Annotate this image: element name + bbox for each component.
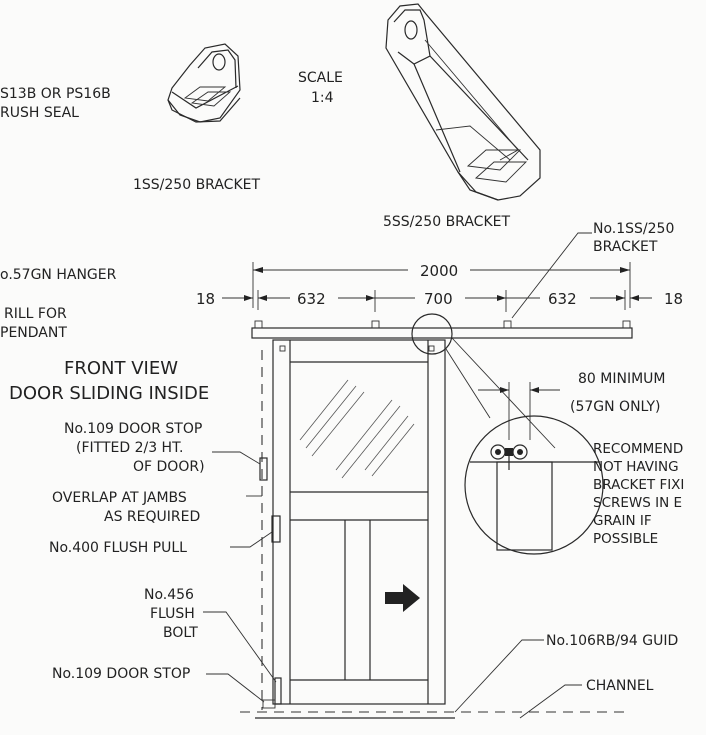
overlap-label-1: OVERLAP AT JAMBS xyxy=(52,490,187,506)
small-bracket-label: 1SS/250 BRACKET xyxy=(133,177,260,193)
min-arrow-left xyxy=(500,387,509,393)
large-bracket-drawing xyxy=(385,3,541,201)
seal-label-2: RUSH SEAL xyxy=(0,105,79,121)
bracket-ref-leader xyxy=(511,232,592,319)
track-screws xyxy=(254,320,631,329)
detail-circle-large xyxy=(464,415,604,555)
glass-hatching xyxy=(299,379,415,479)
view-title-1: FRONT VIEW xyxy=(64,358,178,379)
flush-pull xyxy=(271,515,281,543)
flush-bolt-leader xyxy=(203,611,277,683)
hanger-label: o.57GN HANGER xyxy=(0,267,117,283)
channel-label: CHANNEL xyxy=(586,678,654,694)
recommend-label-2: NOT HAVING xyxy=(593,459,679,475)
door-stop-top-leader xyxy=(212,451,261,465)
door-stop-top-label-2: (FITTED 2/3 HT. xyxy=(76,440,183,456)
door-stop-bottom-label: No.109 DOOR STOP xyxy=(52,666,190,682)
hanger-detail xyxy=(470,444,600,551)
dim-span-left: 632 xyxy=(297,290,326,308)
recommend-label-3: BRACKET FIXI xyxy=(593,477,684,493)
large-bracket-label: 5SS/250 BRACKET xyxy=(383,214,510,230)
detail-circle-small xyxy=(411,313,453,355)
recommend-label-1: RECOMMEND xyxy=(593,441,683,457)
door-stop-top xyxy=(259,457,268,481)
bracket-ref-label-1: No.1SS/250 xyxy=(593,221,674,237)
door-stop-top-label-3: OF DOOR) xyxy=(133,459,205,475)
minimum-label-1: 80 MINIMUM xyxy=(578,371,665,387)
door-stop-bottom xyxy=(262,699,276,709)
dim-span-mid: 700 xyxy=(424,290,453,308)
view-title-2: DOOR SLIDING INSIDE xyxy=(9,383,209,404)
overlap-label-2: AS REQUIRED xyxy=(104,509,200,525)
dim-span-right: 632 xyxy=(548,290,577,308)
detail-leader-2 xyxy=(451,337,556,449)
top-track xyxy=(251,327,633,339)
recommend-label-5: GRAIN IF xyxy=(593,513,652,529)
flush-bolt-label-1: No.456 xyxy=(144,587,194,603)
bracket-ref-label-2: BRACKET xyxy=(593,239,658,255)
flush-pull-label: No.400 FLUSH PULL xyxy=(49,540,187,556)
flush-bolt-label-2: FLUSH xyxy=(150,606,195,622)
door-stop-bottom-leader xyxy=(206,673,265,703)
min-arrow-right xyxy=(530,387,539,393)
dim-total: 2000 xyxy=(420,262,458,280)
recommend-label-4: SCREWS IN E xyxy=(593,495,682,511)
flush-pull-leader xyxy=(230,531,273,548)
guide-label: No.106RB/94 GUID xyxy=(546,633,678,649)
dim-end-right: 18 xyxy=(664,290,683,308)
seal-label-1: S13B OR PS16B xyxy=(0,86,111,102)
scale-value: 1:4 xyxy=(311,90,334,106)
flush-bolt-label-3: BOLT xyxy=(163,625,198,641)
guide-leader xyxy=(454,639,544,713)
door-stop-top-label-1: No.109 DOOR STOP xyxy=(64,421,202,437)
scale-label: SCALE xyxy=(298,70,343,86)
dimension-group: 2000 18 632 700 632 18 xyxy=(196,262,683,312)
recommend-label-6: POSSIBLE xyxy=(593,531,658,547)
small-bracket-drawing xyxy=(167,43,241,123)
minimum-label-2: (57GN ONLY) xyxy=(570,399,661,415)
door-drawing xyxy=(272,339,446,705)
dim-end-left: 18 xyxy=(196,290,215,308)
slide-direction-arrow xyxy=(385,584,420,612)
flush-bolt xyxy=(274,677,282,705)
drill-label-2: PENDANT xyxy=(0,325,67,341)
channel-leader xyxy=(519,684,582,719)
drill-label-1: RILL FOR xyxy=(4,306,67,322)
detail-leader-1 xyxy=(445,348,491,419)
